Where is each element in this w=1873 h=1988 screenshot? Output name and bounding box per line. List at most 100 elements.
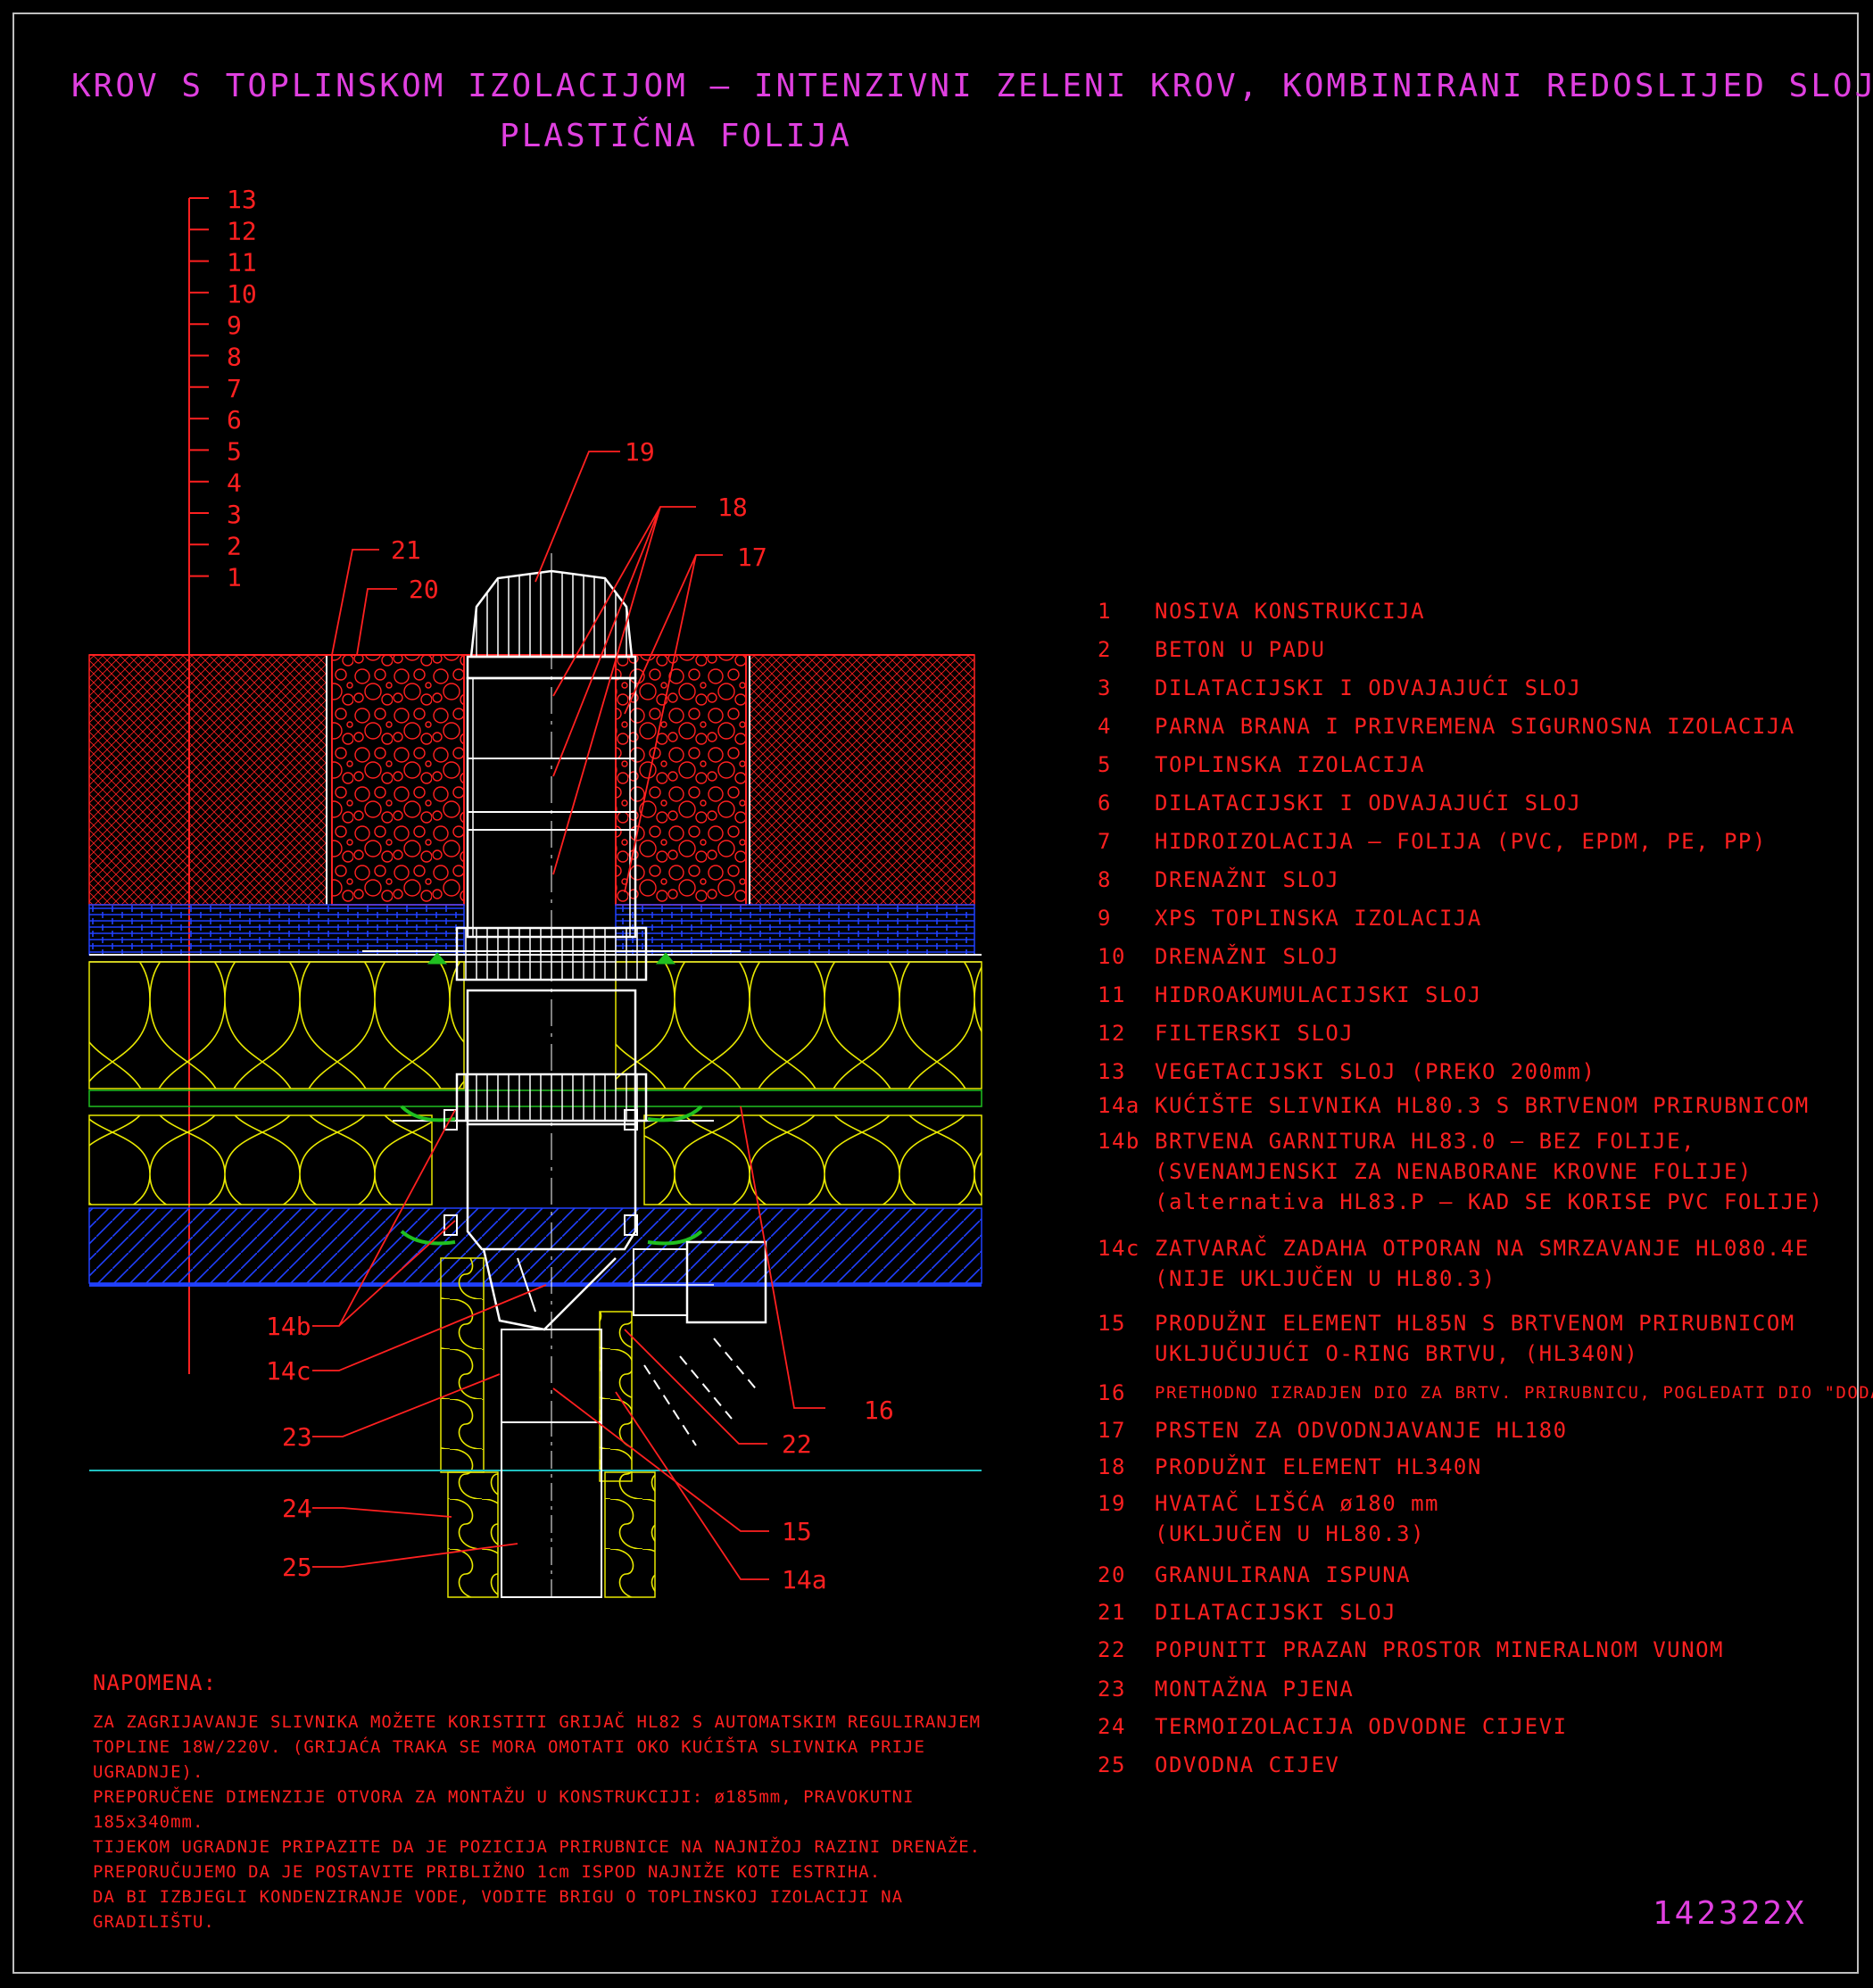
drawing-title-line2: PLASTIČNA FOLIJA xyxy=(500,118,852,154)
legend-number: 13 xyxy=(1098,1059,1126,1084)
legend-text: HIDROAKUMULACIJSKI SLOJ xyxy=(1155,980,1482,1010)
legend-number: 22 xyxy=(1098,1637,1126,1662)
legend-number: 4 xyxy=(1098,714,1112,739)
legend-line: BETON U PADU xyxy=(1155,637,1326,662)
extension-element xyxy=(466,676,637,939)
legend-item-13: 13 VEGETACIJSKI SLOJ (PREKO 200mm) xyxy=(1098,1056,1595,1087)
legend-text: ZATVARAČ ZADAHA OTPORAN NA SMRZAVANJE HL… xyxy=(1155,1233,1810,1294)
legend-text: TERMOIZOLACIJA ODVODNE CIJEVI xyxy=(1155,1711,1568,1742)
legend-line: DRENAŽNI SLOJ xyxy=(1155,867,1340,892)
legend-text: KUĆIŠTE SLIVNIKA HL80.3 S BRTVENOM PRIRU… xyxy=(1155,1090,1810,1121)
legend-line: TERMOIZOLACIJA ODVODNE CIJEVI xyxy=(1155,1714,1568,1739)
legend-number: 23 xyxy=(1098,1677,1126,1702)
xps-layer-right xyxy=(615,904,975,956)
legend-line: TOPLINSKA IZOLACIJA xyxy=(1155,752,1426,777)
scale-label: 9 xyxy=(227,311,242,340)
note-paragraph: ZA ZAGRIJAVANJE SLIVNIKA MOŽETE KORISTIT… xyxy=(93,1712,982,1782)
legend-item-21: 21 DILATACIJSKI SLOJ xyxy=(1098,1597,1396,1628)
legend-line: (NIJE UKLJUČEN U HL80.3) xyxy=(1155,1266,1496,1291)
legend-item-2: 2 BETON U PADU xyxy=(1098,634,1325,665)
scale-label: 5 xyxy=(227,436,242,466)
legend-item-4: 4 PARNA BRANA I PRIVREMENA SIGURNOSNA IZO… xyxy=(1098,711,1795,741)
legend-text: DILATACIJSKI I ODVAJAJUĆI SLOJ xyxy=(1155,673,1581,703)
legend-number: 14c xyxy=(1098,1236,1140,1261)
legend-line: MONTAŽNA PJENA xyxy=(1155,1677,1355,1702)
vegetation-layer-right xyxy=(749,654,975,906)
pipe-insulation-left xyxy=(447,1471,499,1598)
legend-line: BRTVENA GARNITURA HL83.0 – BEZ FOLIJE, xyxy=(1155,1129,1696,1154)
scale-label: 11 xyxy=(227,248,257,277)
legend-text: PRODUŽNI ELEMENT HL85N S BRTVENOM PRIRUB… xyxy=(1155,1308,1795,1369)
legend-item-5: 5 TOPLINSKA IZOLACIJA xyxy=(1098,750,1425,780)
granular-fill-left xyxy=(331,654,465,906)
legend-text: GRANULIRANA ISPUNA xyxy=(1155,1560,1411,1590)
legend-number: 21 xyxy=(1098,1600,1126,1625)
thermal-layer-lower-right xyxy=(643,1114,982,1205)
legend-text: DILATACIJSKI I ODVAJAJUĆI SLOJ xyxy=(1155,788,1581,818)
legend-number: 20 xyxy=(1098,1562,1126,1587)
thermal-layer-upper-right xyxy=(615,961,982,1089)
legend-line: PRSTEN ZA ODVODNJAVANJE HL180 xyxy=(1155,1418,1568,1443)
thermal-layer-lower-left xyxy=(88,1114,433,1205)
notes-title: NAPOMENA: xyxy=(93,1670,218,1695)
legend-number: 5 xyxy=(1098,752,1112,777)
legend-number: 16 xyxy=(1098,1380,1126,1405)
legend-text: PRSTEN ZA ODVODNJAVANJE HL180 xyxy=(1155,1415,1568,1445)
legend-item-14c: 14c ZATVARAČ ZADAHA OTPORAN NA SMRZAVANJE… xyxy=(1098,1233,1810,1294)
legend-text: DRENAŽNI SLOJ xyxy=(1155,941,1339,972)
legend-number: 9 xyxy=(1098,906,1112,931)
pipe-insulation-right xyxy=(604,1471,656,1598)
legend-number: 25 xyxy=(1098,1752,1126,1777)
mounting-foam-left xyxy=(440,1257,485,1473)
legend-text: XPS TOPLINSKA IZOLACIJA xyxy=(1155,903,1482,933)
callout-24: 24 xyxy=(282,1494,312,1523)
legend-text: POPUNITI PRAZAN PROSTOR MINERALNOM VUNOM xyxy=(1155,1635,1724,1665)
legend-number: 2 xyxy=(1098,637,1112,662)
callout-22: 22 xyxy=(782,1429,812,1459)
vapor-barrier-layer xyxy=(88,1207,982,1284)
legend-item-25: 25 ODVODNA CIJEV xyxy=(1098,1750,1339,1780)
legend-item-9: 9 XPS TOPLINSKA IZOLACIJA xyxy=(1098,903,1482,933)
callout-14c: 14c xyxy=(266,1356,311,1386)
drawing-title-line1: KROV S TOPLINSKOM IZOLACIJOM – INTENZIVN… xyxy=(71,68,1873,104)
legend-line: (UKLJUČEN U HL80.3) xyxy=(1155,1521,1426,1546)
legend-text: DRENAŽNI SLOJ xyxy=(1155,865,1339,895)
legend-line: PRODUŽNI ELEMENT HL85N S BRTVENOM PRIRUB… xyxy=(1155,1311,1795,1336)
legend-text: PRODUŽNI ELEMENT HL340N xyxy=(1155,1452,1482,1482)
legend-line: UKLJUČUJUĆI O-RING BRTVU, (HL340N) xyxy=(1155,1341,1639,1366)
legend-number: 3 xyxy=(1098,675,1112,700)
note-paragraph: TIJEKOM UGRADNJE PRIPAZITE DA JE POZICIJ… xyxy=(93,1837,982,1882)
legend-number: 6 xyxy=(1098,791,1112,816)
callout-19: 19 xyxy=(625,437,655,467)
legend-text: PARNA BRANA I PRIVREMENA SIGURNOSNA IZOL… xyxy=(1155,711,1795,741)
legend-item-23: 23 MONTAŽNA PJENA xyxy=(1098,1674,1354,1704)
scale-label: 1 xyxy=(227,563,242,592)
callout-14b: 14b xyxy=(266,1312,311,1341)
legend-text: VEGETACIJSKI SLOJ (PREKO 200mm) xyxy=(1155,1056,1595,1087)
callout-21: 21 xyxy=(391,535,421,565)
legend-line: PRODUŽNI ELEMENT HL340N xyxy=(1155,1454,1482,1479)
scale-label: 4 xyxy=(227,468,242,498)
legend-line: KUĆIŠTE SLIVNIKA HL80.3 S BRTVENOM PRIRU… xyxy=(1155,1093,1810,1118)
legend-line: ZATVARAČ ZADAHA OTPORAN NA SMRZAVANJE HL… xyxy=(1155,1236,1810,1261)
legend-text: DILATACIJSKI SLOJ xyxy=(1155,1597,1396,1628)
callout-14a: 14a xyxy=(782,1565,827,1595)
callout-17: 17 xyxy=(737,543,767,572)
callout-23: 23 xyxy=(282,1422,312,1452)
legend-line: ODVODNA CIJEV xyxy=(1155,1752,1340,1777)
legend-text: PRETHODNO IZRADJEN DIO ZA BRTV. PRIRUBNI… xyxy=(1155,1378,1873,1408)
scale-label: 6 xyxy=(227,405,242,435)
scale-label: 8 xyxy=(227,343,242,372)
notes-block: NAPOMENA: ZA ZAGRIJAVANJE SLIVNIKA MOŽET… xyxy=(93,1670,985,1934)
legend-line: VEGETACIJSKI SLOJ (PREKO 200mm) xyxy=(1155,1059,1596,1084)
legend-item-16: 16 PRETHODNO IZRADJEN DIO ZA BRTV. PRIRUB… xyxy=(1098,1378,1873,1408)
scale-label: 7 xyxy=(227,374,242,403)
legend-number: 11 xyxy=(1098,982,1126,1007)
